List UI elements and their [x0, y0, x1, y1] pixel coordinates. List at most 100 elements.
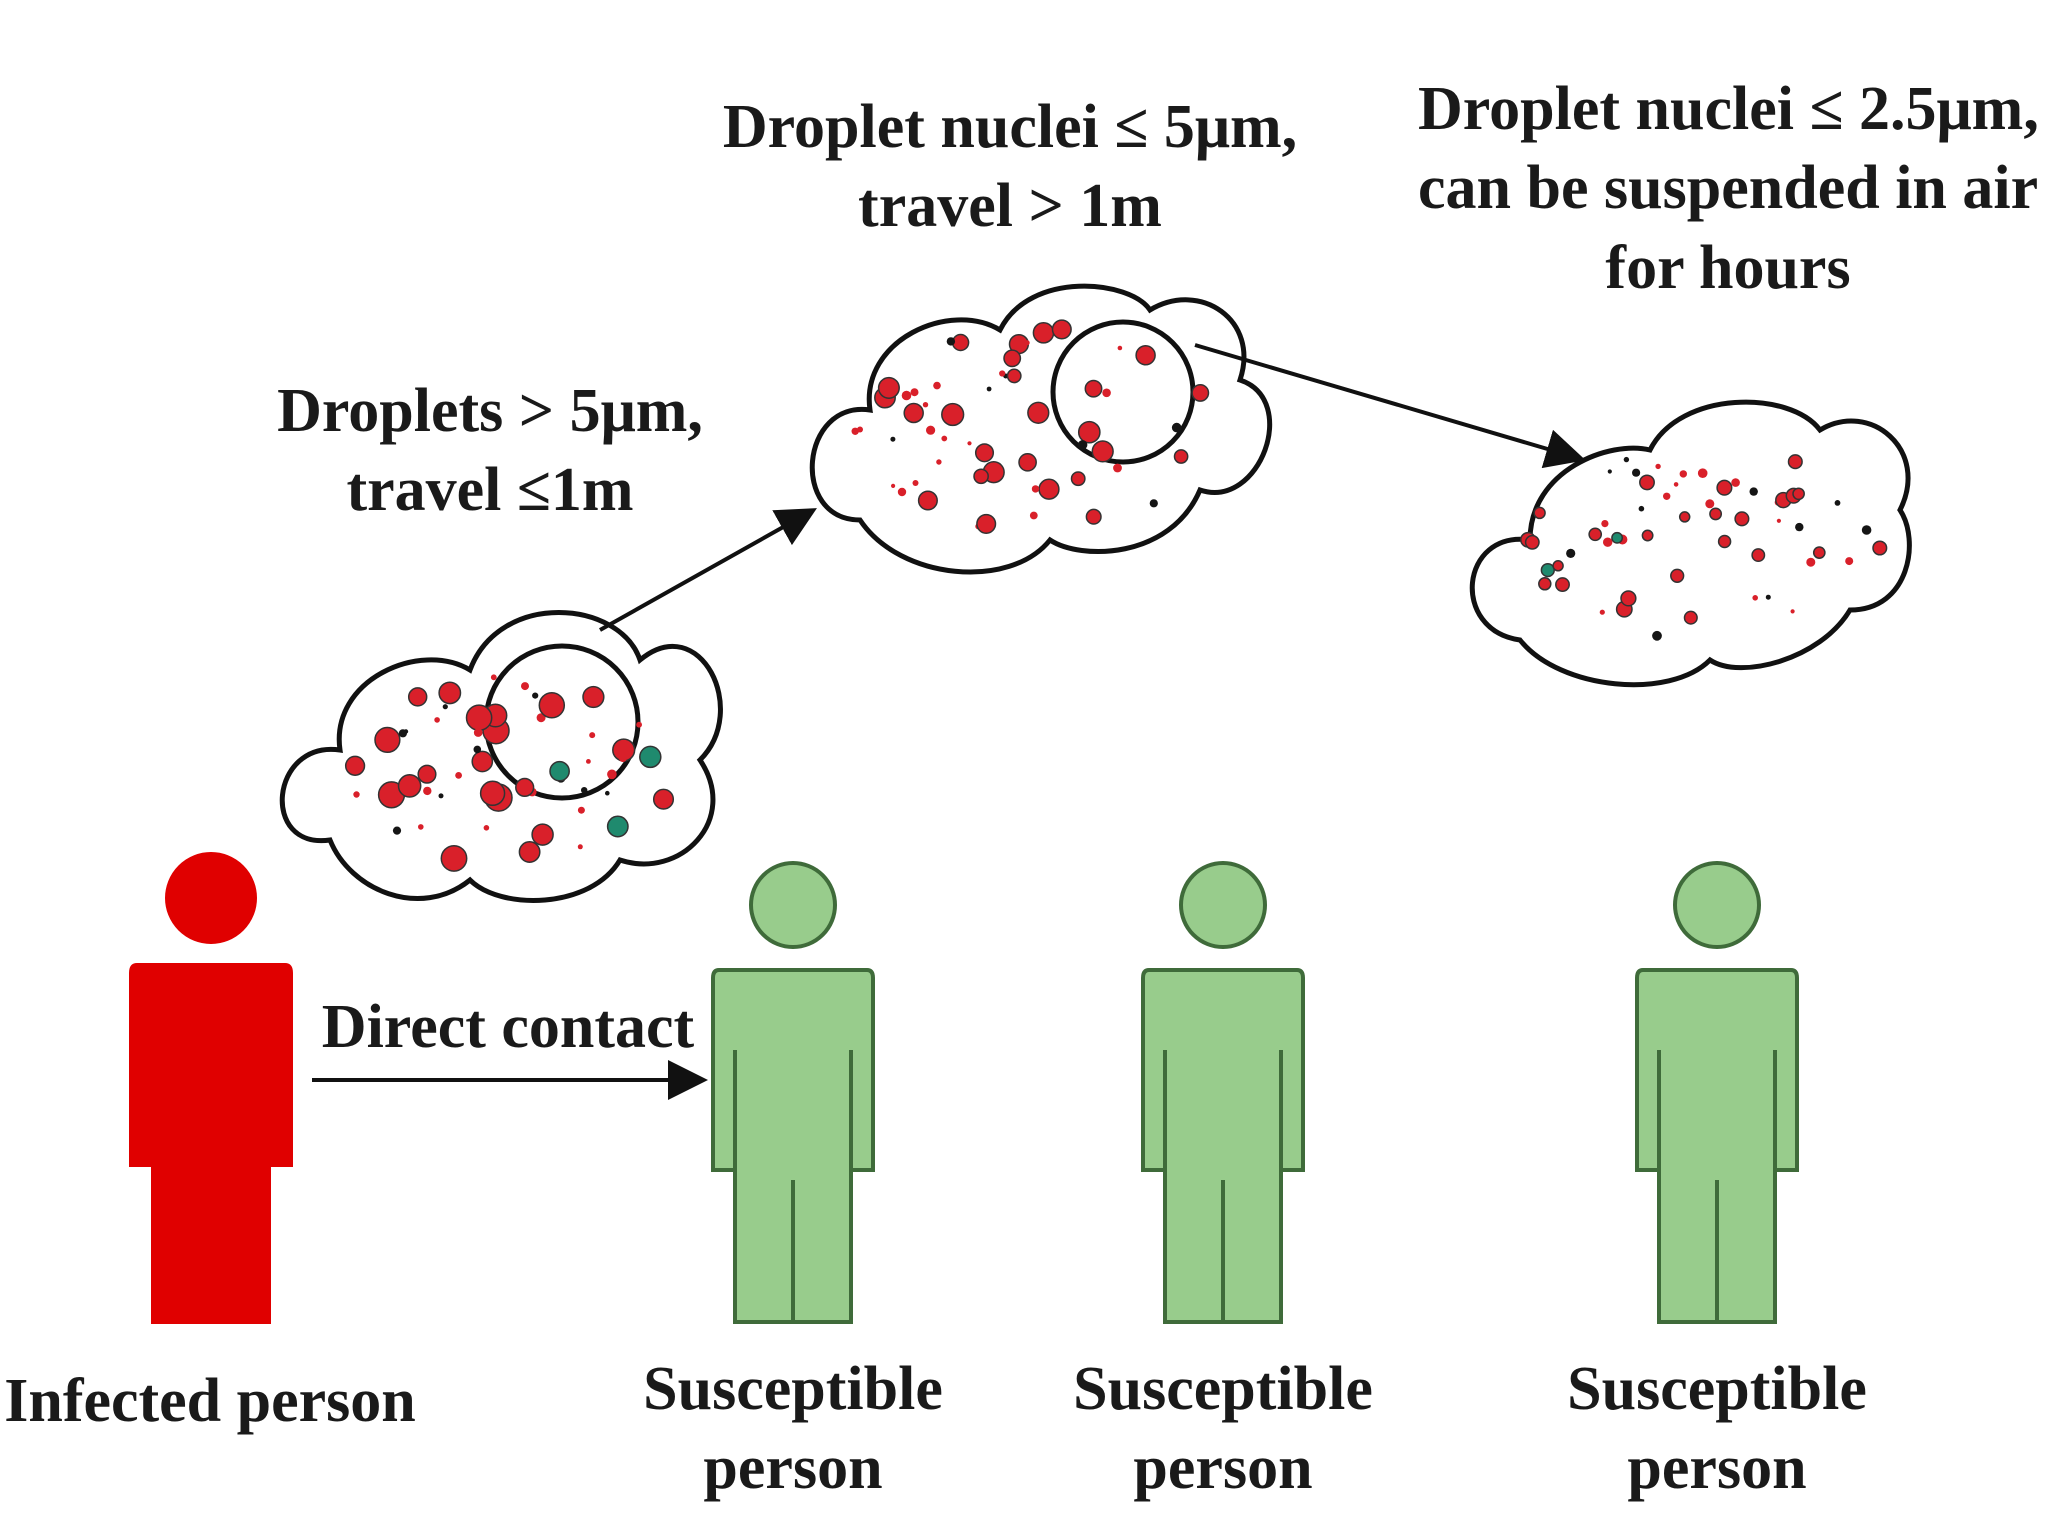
particle	[1003, 349, 1022, 368]
particle	[986, 386, 992, 392]
label-susceptible-1: Susceptible person	[643, 1355, 943, 1503]
particle	[1717, 534, 1732, 549]
particle	[1716, 479, 1733, 496]
particle	[490, 674, 497, 681]
particle	[473, 728, 483, 737]
particle	[1749, 487, 1758, 496]
particle	[1038, 478, 1060, 500]
particle	[1790, 609, 1795, 614]
label-nuclei-5um: Droplet nuclei ≤ 5μm, travel > 1m	[722, 93, 1298, 241]
particle	[1031, 485, 1040, 493]
particle	[442, 704, 448, 710]
particle	[1070, 471, 1086, 487]
particle	[473, 745, 482, 754]
particle	[582, 685, 605, 709]
particle	[577, 844, 583, 850]
particle	[1117, 345, 1123, 351]
particle	[1018, 452, 1037, 472]
particle	[652, 788, 675, 810]
particle	[1524, 534, 1540, 550]
arrow-icon	[599, 508, 817, 632]
particle	[553, 696, 562, 705]
particle	[392, 826, 402, 835]
particle	[407, 687, 428, 707]
particle	[936, 459, 942, 465]
particle	[1077, 440, 1088, 450]
person-head	[165, 852, 257, 944]
particle	[636, 721, 642, 728]
particle	[455, 772, 462, 779]
person-icon	[711, 968, 875, 1324]
label-susceptible-2: Susceptible person	[1073, 1355, 1373, 1503]
particle	[1834, 500, 1841, 506]
label-droplets: Droplets > 5μm, travel ≤1m	[277, 377, 703, 525]
particle	[897, 487, 907, 497]
particle	[974, 443, 995, 463]
particle	[1599, 609, 1605, 615]
particle	[607, 769, 617, 780]
particle	[1639, 474, 1655, 491]
particle	[532, 692, 539, 699]
particle	[531, 823, 554, 846]
particle	[1795, 522, 1804, 532]
label-direct-contact: Direct contact	[321, 993, 695, 1061]
particle	[397, 774, 422, 798]
particle	[1776, 518, 1781, 523]
particle	[1638, 505, 1645, 512]
particle	[1084, 379, 1103, 398]
particle	[521, 682, 529, 691]
person-susceptible-2	[1141, 861, 1305, 1324]
particle	[606, 815, 629, 838]
particle	[479, 780, 506, 807]
particle	[1641, 529, 1654, 542]
particle	[1601, 520, 1609, 528]
particle	[1709, 507, 1723, 521]
particle	[1792, 487, 1805, 501]
particle	[434, 717, 440, 723]
particle	[1652, 630, 1662, 641]
person-susceptible-3	[1635, 861, 1799, 1324]
particle	[465, 704, 493, 732]
particle	[1091, 440, 1114, 463]
label-infected-person: Infected person	[4, 1367, 416, 1435]
particle	[1051, 319, 1072, 340]
particle	[538, 692, 566, 719]
particle	[1191, 383, 1210, 402]
person-infected	[129, 852, 293, 1324]
nuclei-particles	[851, 319, 1210, 534]
particle	[440, 844, 468, 872]
particle	[1670, 568, 1685, 583]
particle	[1032, 321, 1055, 344]
particle	[577, 806, 585, 814]
particle	[483, 825, 490, 831]
particle	[1077, 420, 1101, 444]
particle	[1705, 499, 1715, 509]
person-head	[1673, 861, 1761, 949]
cloud-icon	[1469, 399, 1912, 688]
particle	[515, 777, 535, 798]
particle	[417, 764, 437, 784]
particle	[1024, 340, 1030, 346]
particle	[1085, 508, 1102, 525]
particle	[933, 381, 941, 390]
cloud-nuclei-2-5um	[1469, 399, 1912, 688]
particle	[1538, 577, 1552, 591]
particle	[1113, 463, 1122, 473]
particle	[438, 793, 444, 799]
particle	[393, 791, 401, 800]
label-susceptible-3: Susceptible person	[1567, 1355, 1867, 1503]
particle	[976, 513, 997, 534]
particle	[418, 824, 424, 830]
particle	[951, 333, 970, 352]
particle	[1173, 449, 1189, 464]
person-head	[749, 861, 837, 949]
particle	[877, 376, 900, 399]
particle	[618, 754, 627, 763]
particle	[344, 755, 366, 776]
particle	[1607, 469, 1612, 474]
particle	[1632, 468, 1641, 477]
particle	[1673, 482, 1679, 487]
particle	[1102, 388, 1111, 398]
particle	[912, 480, 919, 486]
particle	[1751, 548, 1766, 563]
